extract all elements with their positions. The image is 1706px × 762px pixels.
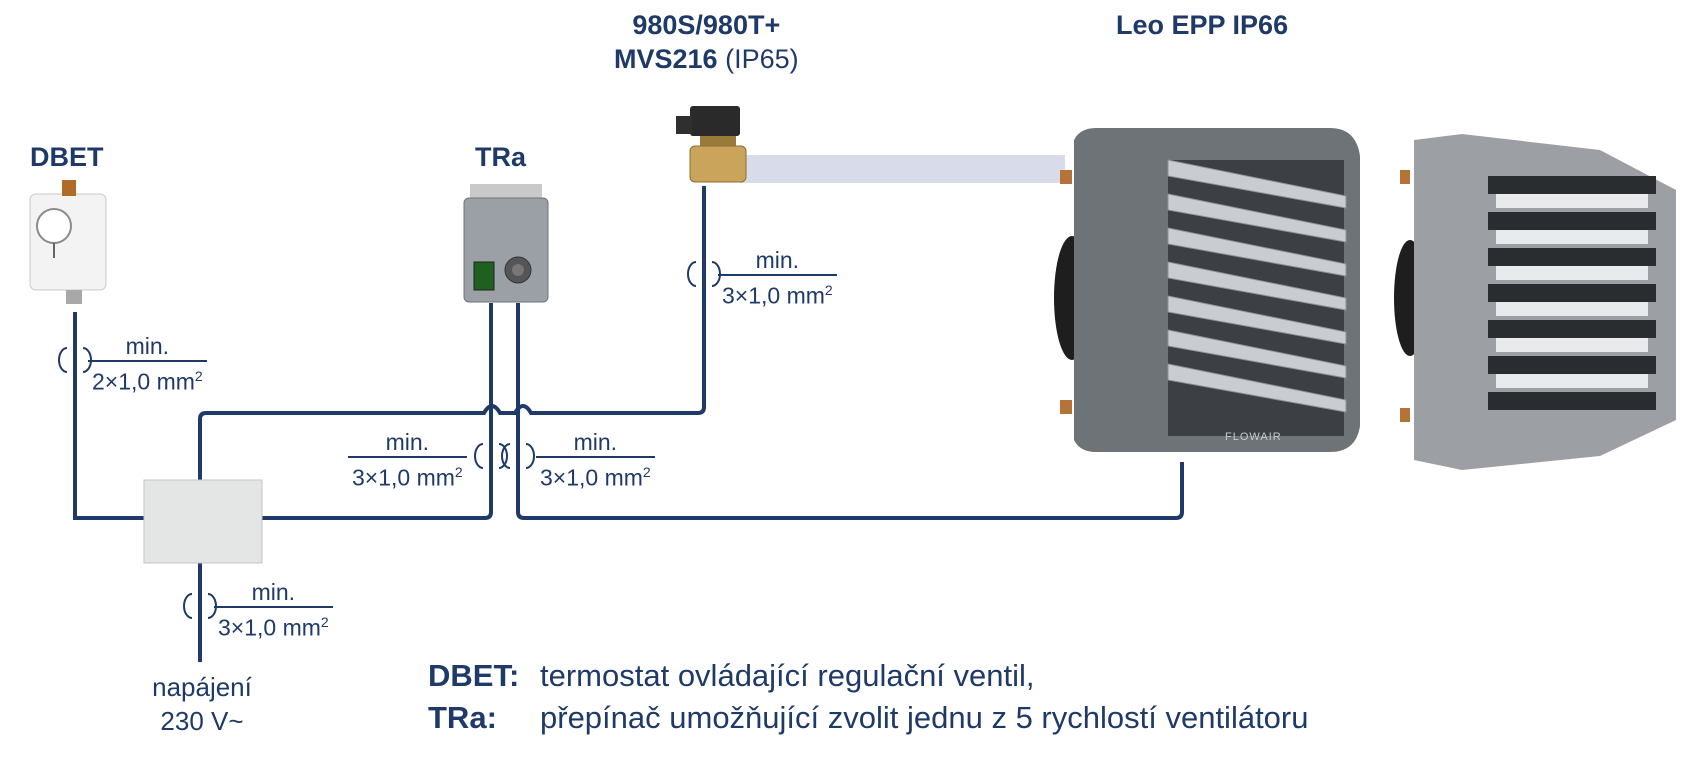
dbet-thermostat-icon xyxy=(29,180,107,304)
cable-label-valve-sup: 2 xyxy=(824,282,833,298)
leo-heater-side-icon xyxy=(1394,134,1676,470)
valve-title-line1: 980S/980T+ xyxy=(632,10,781,40)
cable-label-tra-right-min: min. xyxy=(573,429,618,455)
valve-title: 980S/980T+ MVS216 (IP65) xyxy=(614,8,799,76)
leo-heater-front-icon xyxy=(1054,128,1360,452)
legend-text-tra: přepínač umožňující zvolit jednu z 5 ryc… xyxy=(540,700,1309,735)
cable-label-dbet-size: 2×1,0 mm xyxy=(92,368,195,395)
gland-tra-left xyxy=(474,443,508,469)
cable-label-supply-size: 3×1,0 mm xyxy=(218,614,321,641)
cable-label-dbet-min: min. xyxy=(125,333,170,359)
cable-label-supply: min. 3×1,0 mm2 xyxy=(214,578,333,642)
cable-label-tra-right-sup: 2 xyxy=(642,464,651,480)
tra-title: TRa xyxy=(475,142,527,172)
cable-label-tra-right-size: 3×1,0 mm xyxy=(540,464,643,491)
legend-text-dbet: termostat ovládající regulační ventil, xyxy=(540,658,1035,693)
cable-label-tra-left-size: 3×1,0 mm xyxy=(352,464,455,491)
heater-title: Leo EPP IP66 xyxy=(1116,10,1289,40)
heater-brand-label: FLOWAIR xyxy=(1225,431,1282,443)
cable-label-valve-min: min. xyxy=(755,247,800,273)
legend-item-tra: TRa: přepínač umožňující zvolit jednu z 5… xyxy=(428,697,1309,739)
cable-label-tra-right: min. 3×1,0 mm2 xyxy=(536,428,655,492)
cable-label-dbet-sup: 2 xyxy=(194,368,203,384)
gland-tra-right xyxy=(501,443,535,469)
cable-label-supply-sup: 2 xyxy=(320,614,329,630)
cable-label-tra-left-sup: 2 xyxy=(454,464,463,480)
wire-dbet-junction xyxy=(73,312,144,520)
solenoid-valve-icon xyxy=(676,106,747,183)
tra-controller-icon xyxy=(463,184,549,303)
legend-key-tra: TRa: xyxy=(428,700,497,735)
wire-tra-heater xyxy=(516,303,1184,520)
legend-key-dbet: DBET: xyxy=(428,658,520,693)
valve-title-model: MVS216 xyxy=(614,44,718,74)
cable-label-dbet: min. 2×1,0 mm2 xyxy=(88,332,207,396)
cable-label-supply-min: min. xyxy=(251,579,296,605)
power-line1: napájení xyxy=(152,672,252,702)
cable-label-tra-left-min: min. xyxy=(385,429,430,455)
water-pipe xyxy=(740,155,1065,183)
legend: DBET: termostat ovládající regulační vent… xyxy=(428,655,1309,739)
legend-item-dbet: DBET: termostat ovládající regulační vent… xyxy=(428,655,1309,697)
junction-box-icon xyxy=(143,479,263,564)
cable-label-valve-size: 3×1,0 mm xyxy=(722,282,825,309)
power-line2: 230 V~ xyxy=(160,706,244,736)
cable-label-valve: min. 3×1,0 mm2 xyxy=(718,246,837,310)
dbet-title: DBET xyxy=(30,142,104,172)
cable-label-tra-left: min. 3×1,0 mm2 xyxy=(348,428,467,492)
wire-junction-valve xyxy=(198,186,706,480)
power-supply-label: napájení 230 V~ xyxy=(140,670,264,738)
valve-title-ip: (IP65) xyxy=(725,44,799,74)
wire-junction-tra xyxy=(262,303,493,520)
